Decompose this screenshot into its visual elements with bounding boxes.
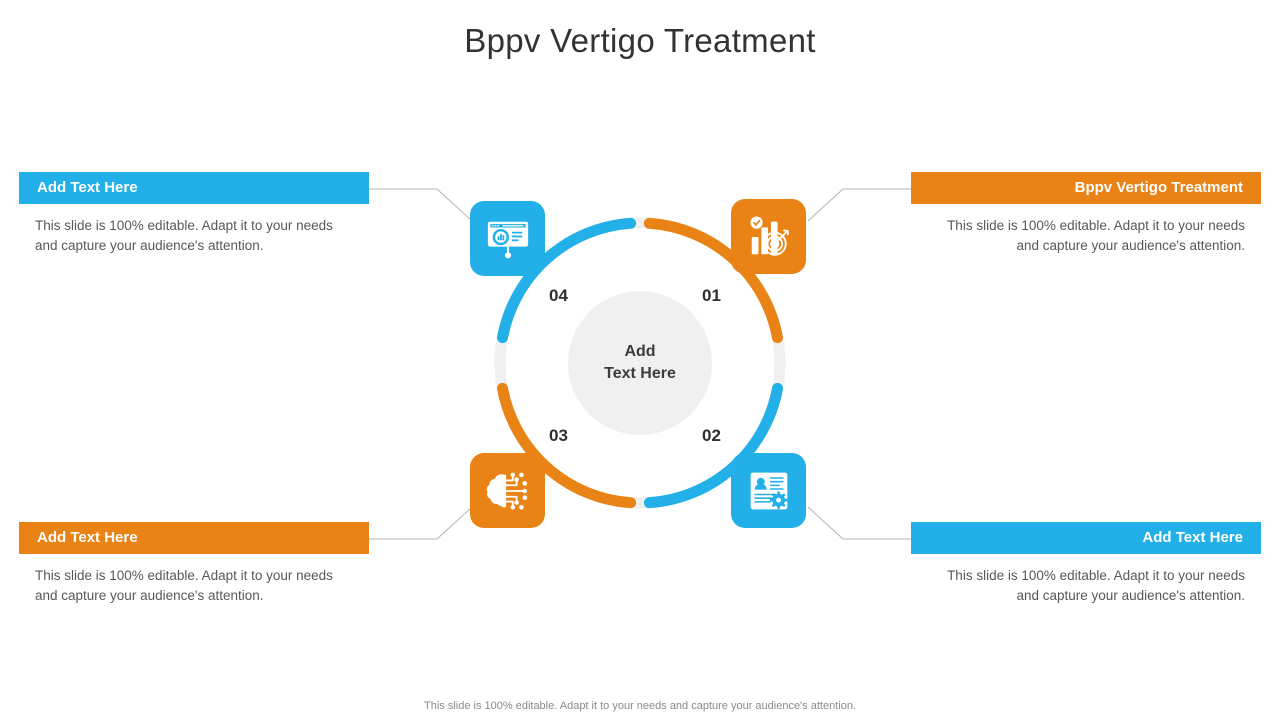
text-block-bottom-right: Add Text Here This slide is 100% editabl…	[911, 522, 1261, 605]
center-label-line2: Text Here	[604, 365, 676, 382]
step-icon-tile-02[interactable]	[731, 453, 806, 528]
arc-segment-04	[497, 217, 637, 344]
connector-top-left	[369, 188, 473, 222]
presentation-chart-icon	[487, 221, 528, 258]
step-number-02: 02	[702, 426, 721, 445]
arc-segment-03	[497, 382, 637, 509]
ring-graphic	[494, 217, 786, 509]
banner-top-left[interactable]: Add Text Here	[19, 172, 369, 204]
text-block-top-right: Bppv Vertigo Treatment This slide is 100…	[911, 172, 1261, 255]
step-icon-tile-03[interactable]	[470, 453, 545, 528]
brain-circuit-icon	[486, 472, 527, 510]
banner-bottom-right[interactable]: Add Text Here	[911, 522, 1261, 554]
body-text-bottom-left: This slide is 100% editable. Adapt it to…	[35, 568, 333, 603]
banner-bottom-left[interactable]: Add Text Here	[19, 522, 369, 554]
step-number-04: 04	[549, 286, 568, 305]
body-text-top-left: This slide is 100% editable. Adapt it to…	[35, 218, 333, 253]
body-text-top-right: This slide is 100% editable. Adapt it to…	[947, 218, 1245, 253]
step-number-01: 01	[702, 286, 721, 305]
footer-note: This slide is 100% editable. Adapt it to…	[424, 700, 856, 712]
bar-chart-target-icon	[749, 215, 789, 256]
center-label[interactable]: Add Text Here	[568, 291, 712, 435]
connector-bottom-left	[369, 506, 473, 540]
banner-top-right[interactable]: Bppv Vertigo Treatment	[911, 172, 1261, 204]
body-text-bottom-right: This slide is 100% editable. Adapt it to…	[947, 568, 1245, 603]
text-block-top-left: Add Text Here This slide is 100% editabl…	[19, 172, 369, 255]
cycle-diagram: 01 02 03 04	[462, 185, 818, 541]
connector-bottom-right	[807, 506, 911, 540]
resume-profile-gear-icon	[750, 472, 787, 509]
connector-top-right	[807, 188, 911, 222]
step-number-03: 03	[549, 426, 568, 445]
ring-track	[494, 217, 786, 509]
step-icon-tile-04[interactable]	[470, 201, 545, 276]
text-block-bottom-left: Add Text Here This slide is 100% editabl…	[19, 522, 369, 605]
center-label-line1: Add	[624, 343, 656, 361]
step-icon-tile-01[interactable]	[731, 199, 806, 274]
page-title: Bppv Vertigo Treatment	[464, 22, 816, 59]
